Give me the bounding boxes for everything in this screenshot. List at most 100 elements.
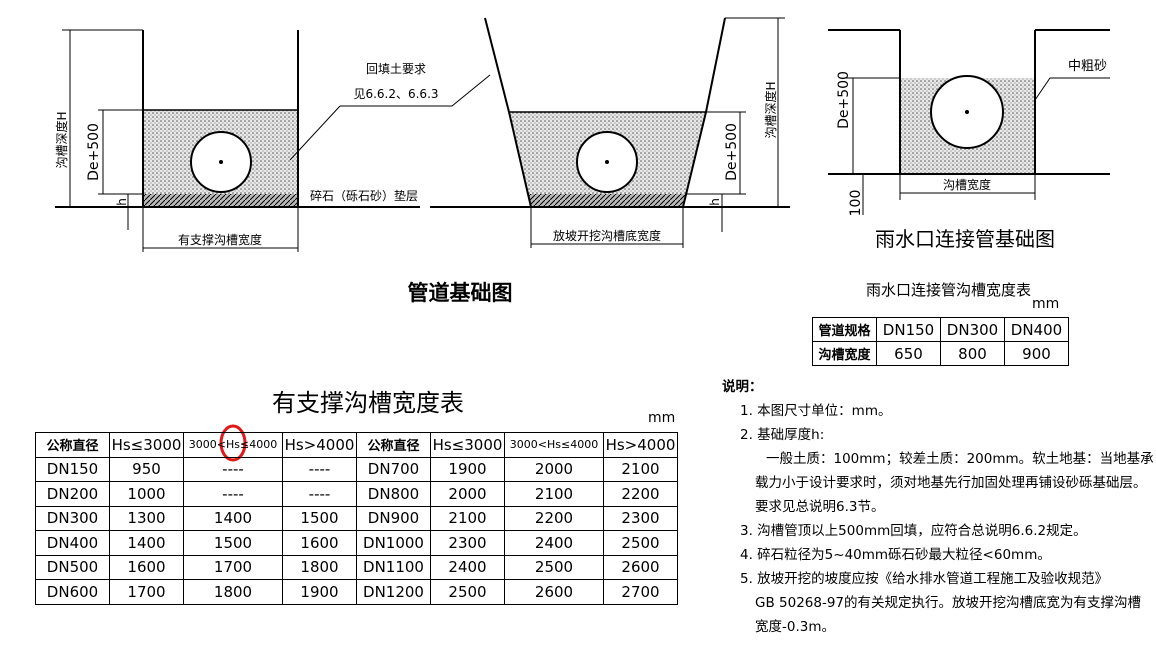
sand-leader (1034, 77, 1110, 101)
table-header-cell: Hs≤3000 (109, 432, 184, 458)
table-cell: 2300 (430, 530, 505, 556)
label-backfill-1: 回填土要求 (366, 62, 426, 76)
table-cell: 950 (109, 456, 184, 482)
table-cell: DN400 (35, 530, 110, 556)
gravel-bedding (143, 194, 298, 207)
table-cell: 800 (940, 341, 1005, 366)
table-cell: DN500 (35, 554, 110, 580)
label-trench-depth-slope: 沟槽深度H (763, 81, 778, 138)
table-cell: 2500 (430, 579, 505, 605)
table-cell: 2000 (430, 481, 505, 507)
table-cell: DN400 (1004, 317, 1069, 342)
title-rain-inlet: 雨水口连接管基础图 (875, 227, 1055, 251)
table-cell: DN1000 (356, 530, 431, 556)
table-cell: 650 (876, 341, 941, 366)
table-row: 管道规格 DN150 DN300 DN400 (812, 317, 1069, 342)
table-header-cell: 3000<Hs≤4000 (183, 432, 283, 458)
notes-block: 说明： 1. 本图尺寸单位：mm。 2. 基础厚度h: 一般土质：100mm；较… (722, 375, 1154, 639)
label-trench-depth: 沟槽深度H (54, 111, 69, 168)
table-cell: 2200 (504, 505, 604, 531)
support-table-title: 有支撑沟槽宽度表 (272, 389, 464, 417)
notes-heading: 说明： (722, 379, 763, 395)
table-cell: ---- (282, 456, 357, 482)
label-de500-slope: De+500 (724, 123, 740, 181)
table-row: 沟槽宽度 650 800 900 (812, 341, 1069, 366)
table-cell: DN800 (356, 481, 431, 507)
table-header-cell: 公称直径 (35, 432, 110, 458)
note-item: 宽度-0.3m。 (755, 619, 835, 635)
table-cell: 2400 (430, 554, 505, 580)
note-item: 1. 本图尺寸单位：mm。 (740, 403, 892, 419)
support-table-unit: mm (648, 410, 676, 426)
table-cell: 1900 (430, 456, 505, 482)
table-cell: DN300 (35, 505, 110, 531)
label-h-slope: h (708, 198, 722, 206)
table-cell: 1600 (109, 554, 184, 580)
table-row: DN150 950 ---- ---- DN700 1900 2000 2100 (35, 456, 678, 482)
gravel-bedding-slope (528, 194, 686, 207)
table-cell: 2500 (504, 554, 604, 580)
table-cell: DN150 (35, 456, 110, 482)
supported-trench-diagram: 沟槽深度H De+500 h 有支撑沟槽宽度 碎石（砾石砂）垫层 (54, 29, 420, 252)
table-cell: 2600 (603, 554, 678, 580)
table-cell: 1400 (109, 530, 184, 556)
table-cell: DN200 (35, 481, 110, 507)
table-cell: 2700 (603, 579, 678, 605)
table-row: DN300 1300 1400 1500 DN900 2100 2200 230… (35, 505, 678, 531)
label-trench-width-inlet: 沟槽宽度 (943, 177, 991, 192)
note-item: 3. 沟槽管顶以上500mm回填，应符合总说明6.6.2规定。 (740, 523, 1087, 539)
rain-inlet-diagram: De+500 中粗砂 沟槽宽度 100 (828, 29, 1110, 216)
table-header-cell: Hs>4000 (603, 432, 678, 458)
note-item: 5. 放坡开挖的坡度应按《给水排水管道工程施工及验收规范》 (740, 571, 1109, 587)
table-header-cell: Hs≤3000 (430, 432, 505, 458)
rain-width-table: 管道规格 DN150 DN300 DN400 沟槽宽度 650 800 900 (812, 317, 1069, 366)
table-row: DN200 1000 ---- ---- DN800 2000 2100 220… (35, 481, 678, 507)
slope-trench-diagram: 沟槽深度H De+500 h 放坡开挖沟槽底宽度 (430, 17, 790, 248)
table-cell: 1300 (109, 505, 184, 531)
table-header-cell: Hs>4000 (282, 432, 357, 458)
note-item: 一般土质：100mm；较差土质：200mm。软土地基：当地基承 (766, 451, 1154, 467)
table-cell: 1400 (183, 505, 283, 531)
note-item: 4. 碎石粒径为5~40mm砾石砂最大粒径<60mm。 (740, 547, 1051, 563)
table-cell: 2000 (504, 456, 604, 482)
label-de500-left: De+500 (86, 123, 102, 181)
table-cell: 2300 (603, 505, 678, 531)
table-cell: 2100 (504, 481, 604, 507)
table-cell: 1900 (282, 579, 357, 605)
table-cell: 2600 (504, 579, 604, 605)
table-cell: DN900 (356, 505, 431, 531)
title-pipe-foundation: 管道基础图 (408, 281, 513, 305)
table-cell: DN1200 (356, 579, 431, 605)
table-cell: 1500 (183, 530, 283, 556)
note-item: 2. 基础厚度h: (740, 427, 825, 443)
table-header-cell: 3000<Hs≤4000 (504, 432, 604, 458)
table-cell: 900 (1004, 341, 1069, 366)
label-slope-width: 放坡开挖沟槽底宽度 (553, 228, 661, 243)
label-gravel-bedding: 碎石（砾石砂）垫层 (310, 188, 418, 203)
support-width-table: 公称直径 Hs≤3000 3000<Hs≤4000 Hs>4000 公称直径 H… (35, 432, 678, 605)
label-backfill-2: 见6.6.2、6.6.3 (353, 87, 438, 101)
table-cell: 1500 (282, 505, 357, 531)
table-cell: 1800 (282, 554, 357, 580)
note-item: 载力小于设计要求时，须对地基先行加固处理再铺设砂砾基础层。 (755, 475, 1147, 491)
table-cell: DN1100 (356, 554, 431, 580)
table-cell: DN300 (940, 317, 1005, 342)
table-cell: 1600 (282, 530, 357, 556)
table-row: DN400 1400 1500 1600 DN1000 2300 2400 25… (35, 530, 678, 556)
table-cell: 1000 (109, 481, 184, 507)
table-header-cell: 管道规格 (812, 317, 877, 342)
label-de500-inlet: De+500 (836, 71, 852, 129)
table-cell: ---- (183, 481, 283, 507)
table-cell: 2200 (603, 481, 678, 507)
table-cell: DN600 (35, 579, 110, 605)
table-cell: 1800 (183, 579, 283, 605)
backfill-leader (340, 74, 491, 107)
table-cell: 1700 (109, 579, 184, 605)
label-h-left: h (115, 198, 129, 206)
table-cell: DN700 (356, 456, 431, 482)
table-cell: 2100 (603, 456, 678, 482)
note-item: GB 50268-97的有关规定执行。放坡开挖沟槽底宽为有支撑沟槽 (755, 595, 1142, 611)
table-header-cell: 公称直径 (356, 432, 431, 458)
table-cell: 2500 (603, 530, 678, 556)
